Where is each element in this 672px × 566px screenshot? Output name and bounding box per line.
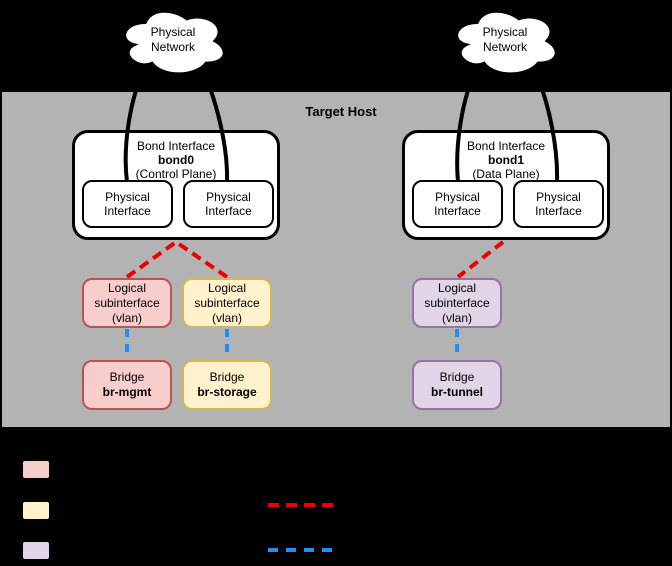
subinterface-label: Logical subinterface (vlan) [94, 280, 160, 325]
cloud-label-left: Physical Network [150, 25, 196, 54]
bridge-br-tunnel: Bridge br-tunnel [412, 360, 502, 410]
target-host-title: Target Host [305, 104, 377, 119]
bond0-port-2: Physical Interface [183, 180, 274, 228]
subinterface-mgmt: Logical subinterface (vlan) [82, 278, 172, 328]
bond1-title: Bond Interface [466, 139, 546, 153]
subinterface-tunnel: Logical subinterface (vlan) [412, 278, 502, 328]
bond0-plane: (Control Plane) [135, 167, 217, 181]
bridge-title: Bridge [209, 370, 245, 384]
port-label: Physical Interface [535, 190, 582, 218]
bond0-name: bond0 [158, 153, 194, 167]
cloud-label-right: Physical Network [482, 25, 528, 54]
port-label: Physical Interface [205, 190, 252, 218]
bridge-br-mgmt: Bridge br-mgmt [82, 360, 172, 410]
bridge-name: br-tunnel [431, 385, 483, 399]
bridge-title: Bridge [109, 370, 145, 384]
bridge-title: Bridge [439, 370, 475, 384]
bridge-name: br-mgmt [102, 385, 152, 399]
bond0-title: Bond Interface [136, 139, 216, 153]
subinterface-label: Logical subinterface (vlan) [424, 280, 490, 325]
legend-swatch-pink [21, 459, 51, 480]
bond0-port-1: Physical Interface [82, 180, 173, 228]
bridge-name: br-storage [197, 385, 257, 399]
bond1-plane: (Data Plane) [472, 167, 540, 181]
subinterface-storage: Logical subinterface (vlan) [182, 278, 272, 328]
port-label: Physical Interface [104, 190, 151, 218]
legend-swatch-yellow [21, 500, 51, 521]
bond1-port-1: Physical Interface [412, 180, 503, 228]
subinterface-label: Logical subinterface (vlan) [194, 280, 260, 325]
bridge-br-storage: Bridge br-storage [182, 360, 272, 410]
bond1-port-2: Physical Interface [513, 180, 604, 228]
legend-swatch-purple [21, 540, 51, 561]
bond1-name: bond1 [488, 153, 524, 167]
port-label: Physical Interface [434, 190, 481, 218]
